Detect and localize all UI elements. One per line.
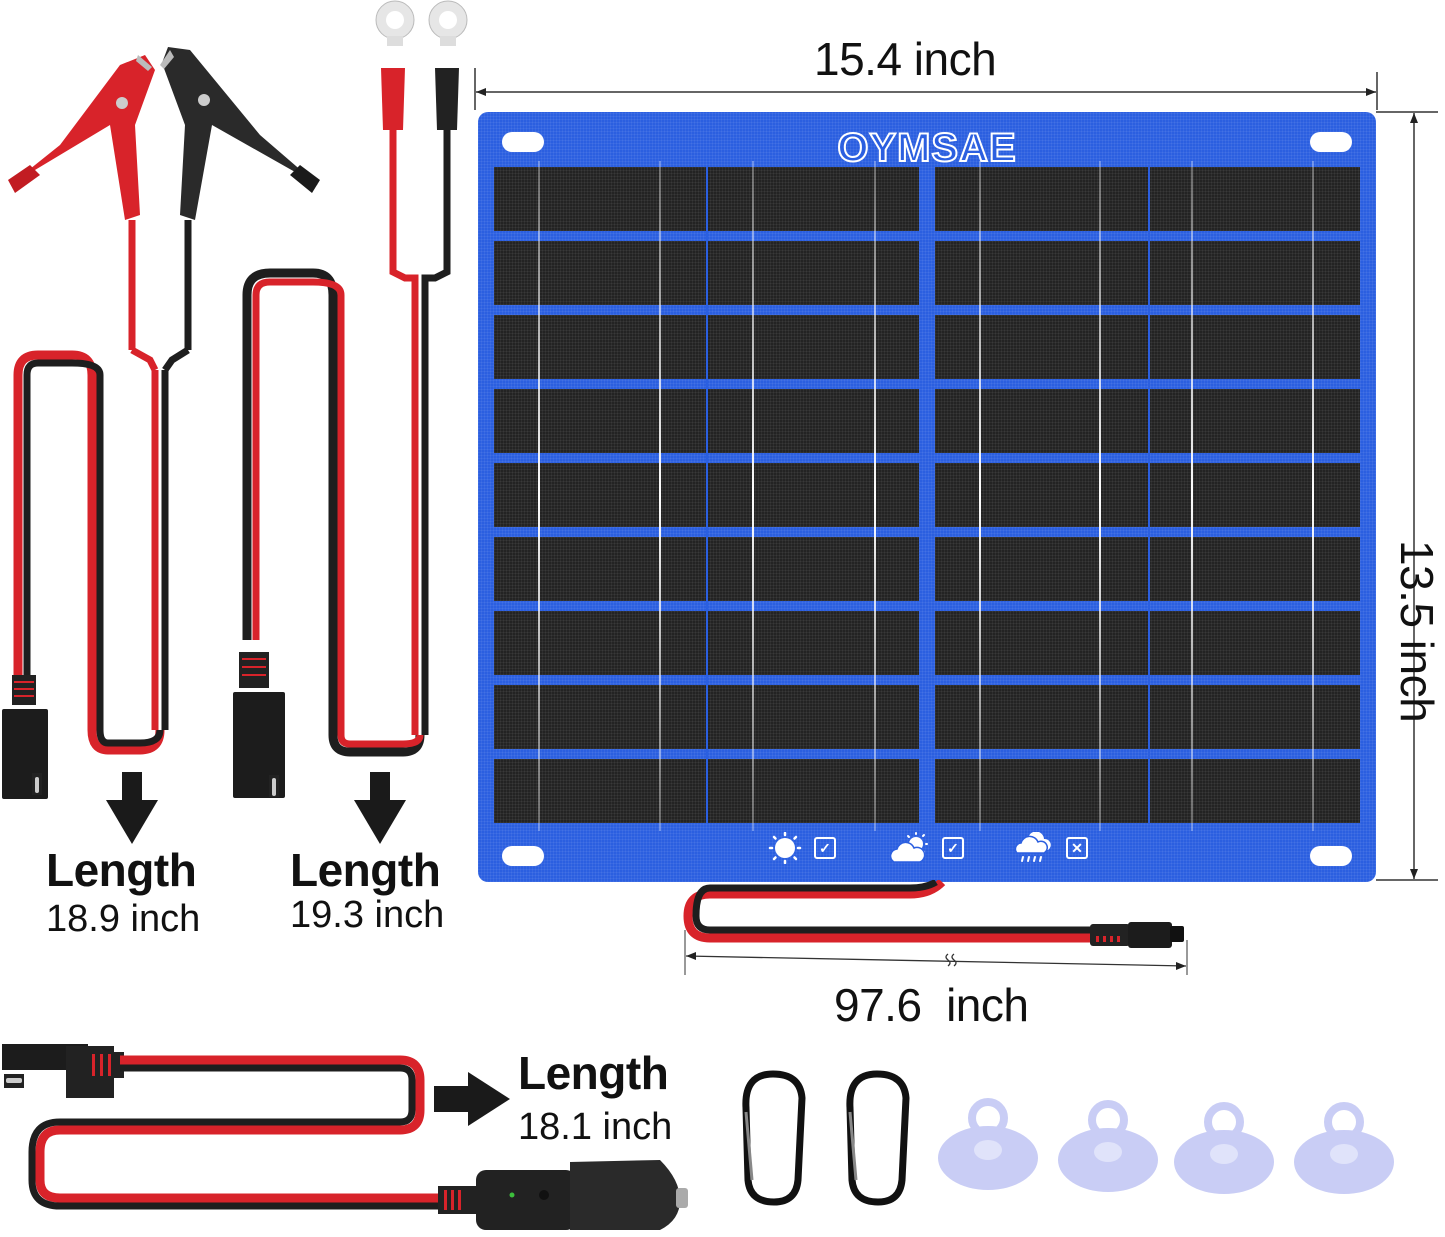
cable-1-length-title: Length <box>46 844 197 896</box>
carabiner-icon <box>742 1070 806 1206</box>
weather-indicator-partly-cloudy: ✓ <box>890 832 964 864</box>
alligator-clip-cable <box>0 25 330 805</box>
brand-logo: OYMSAE <box>836 125 1017 171</box>
arrow-down-icon <box>354 772 406 844</box>
cross-icon: ✕ <box>1066 837 1088 859</box>
ring-terminal-cable <box>225 0 485 805</box>
carabiner <box>738 1068 808 1208</box>
partly-cloudy-icon <box>890 832 928 863</box>
mounting-slot <box>502 132 544 152</box>
panel-cable-length-label: 97.6 inch <box>834 979 1029 1031</box>
weather-indicator-rainy: ✕ <box>1014 832 1088 864</box>
cable-3-length-value: 18.1 inch <box>518 1106 673 1148</box>
carabiner-icon <box>846 1070 910 1206</box>
suction-cup <box>936 1090 1040 1190</box>
height-label: 13.5 inch <box>1391 540 1443 723</box>
sun-icon <box>768 832 802 864</box>
suction-cup-icon <box>1294 1102 1394 1194</box>
suction-cup <box>1056 1092 1160 1192</box>
solar-panel: OYMSAE <box>478 112 1376 882</box>
suction-cup <box>1172 1094 1276 1194</box>
cable-2-length-value: 19.3 inch <box>290 894 445 936</box>
height-dimension-line <box>1376 111 1438 881</box>
width-label: 15.4 inch <box>814 33 997 85</box>
width-dimension-line <box>474 68 1378 110</box>
solar-cell-grid <box>494 161 1360 879</box>
cable-3-length-title: Length <box>518 1047 669 1099</box>
suction-cup <box>1292 1094 1396 1194</box>
height-dimension: 13.5 inch <box>1376 100 1445 890</box>
panel-output-cable <box>680 880 1210 975</box>
arrow-down-icon <box>106 772 158 844</box>
alligator-clip-cable-graphic <box>2 47 320 799</box>
suction-cup-icon <box>1174 1102 1274 1194</box>
cable-1-length-value: 18.9 inch <box>46 898 201 940</box>
arrow-right-icon <box>434 1072 510 1126</box>
check-icon: ✓ <box>942 837 964 859</box>
suction-cup-icon <box>938 1098 1038 1190</box>
cigarette-lighter-cable <box>0 1040 720 1237</box>
weather-indicators: ✓ ✓ ✕ <box>478 832 1376 872</box>
rain-cloud-icon <box>1014 832 1051 862</box>
ring-terminal-cable-graphic <box>233 0 468 798</box>
mounting-slot <box>1310 132 1352 152</box>
weather-indicator-sunny: ✓ <box>766 832 836 864</box>
check-icon: ✓ <box>814 837 836 859</box>
width-dimension: 15.4 inch <box>472 30 1382 110</box>
mounting-slot <box>502 846 544 866</box>
carabiner <box>842 1068 912 1208</box>
panel-cable-graphic <box>683 880 1188 975</box>
cigarette-lighter-cable-graphic <box>2 1044 688 1230</box>
cable-2-length-title: Length <box>290 844 441 896</box>
mounting-slot <box>1310 846 1352 866</box>
suction-cup-icon <box>1058 1100 1158 1192</box>
